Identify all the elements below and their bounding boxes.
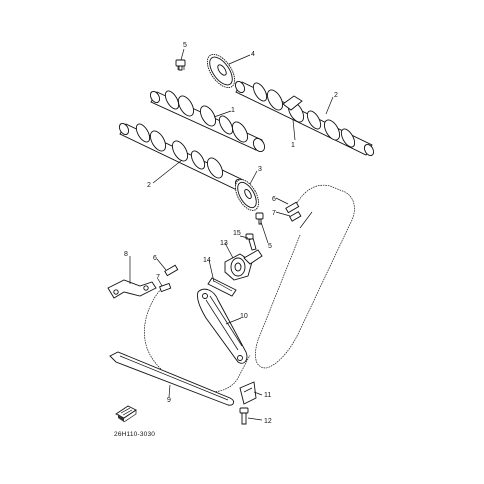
- bolt-5-lower: [255, 212, 264, 225]
- callout-13: 13: [220, 240, 228, 247]
- chain-link-6-7-upper: [285, 201, 302, 222]
- callout-9: 9: [167, 397, 171, 404]
- cam-sprocket-upper: [206, 53, 236, 89]
- chain-guide-10: [197, 288, 248, 364]
- camshaft-intake-upper: [149, 90, 266, 153]
- callout-2-right: 2: [334, 92, 338, 99]
- callout-3: 3: [258, 166, 262, 173]
- callout-12: 12: [264, 418, 272, 425]
- callout-1-right: 1: [291, 142, 295, 149]
- chain-guide-stopper-8: [107, 279, 157, 299]
- callout-labels: 5 4 1 2 1 2 3 6 7 5 15 13 8 6 14 7 10 9 …: [124, 42, 338, 425]
- cam-sprocket-lower: [235, 179, 259, 211]
- callout-7-lower: 7: [156, 274, 160, 281]
- callout-6-lower: 6: [153, 255, 157, 262]
- diagram-reference-code: 26H110-3030: [114, 431, 155, 438]
- callout-5-lower: 5: [268, 243, 272, 250]
- leader-lines: [129, 48, 334, 421]
- chain-tensioner: [207, 249, 263, 297]
- callout-14: 14: [203, 257, 211, 264]
- callout-1-middle: 1: [231, 107, 235, 114]
- callout-6-upper: 6: [272, 196, 276, 203]
- callout-2-left: 2: [147, 182, 151, 189]
- callout-8: 8: [124, 251, 128, 258]
- guide-bracket-11: [239, 381, 257, 405]
- chain-link-6-7-lower: [159, 264, 179, 293]
- lubricant-book-icon: [115, 405, 137, 423]
- timing-chain: [144, 184, 355, 393]
- callout-10: 10: [240, 313, 248, 320]
- camshaft-exhaust: [234, 80, 375, 157]
- bolt-15: [245, 233, 257, 251]
- callout-7-upper: 7: [272, 210, 276, 217]
- chain-guide-9: [109, 351, 235, 406]
- callout-5-upper: 5: [183, 42, 187, 49]
- bolt-12: [239, 407, 249, 425]
- bolt-5-upper: [175, 59, 186, 71]
- callout-4: 4: [251, 51, 255, 58]
- callout-15: 15: [233, 230, 241, 237]
- callout-11: 11: [264, 392, 271, 399]
